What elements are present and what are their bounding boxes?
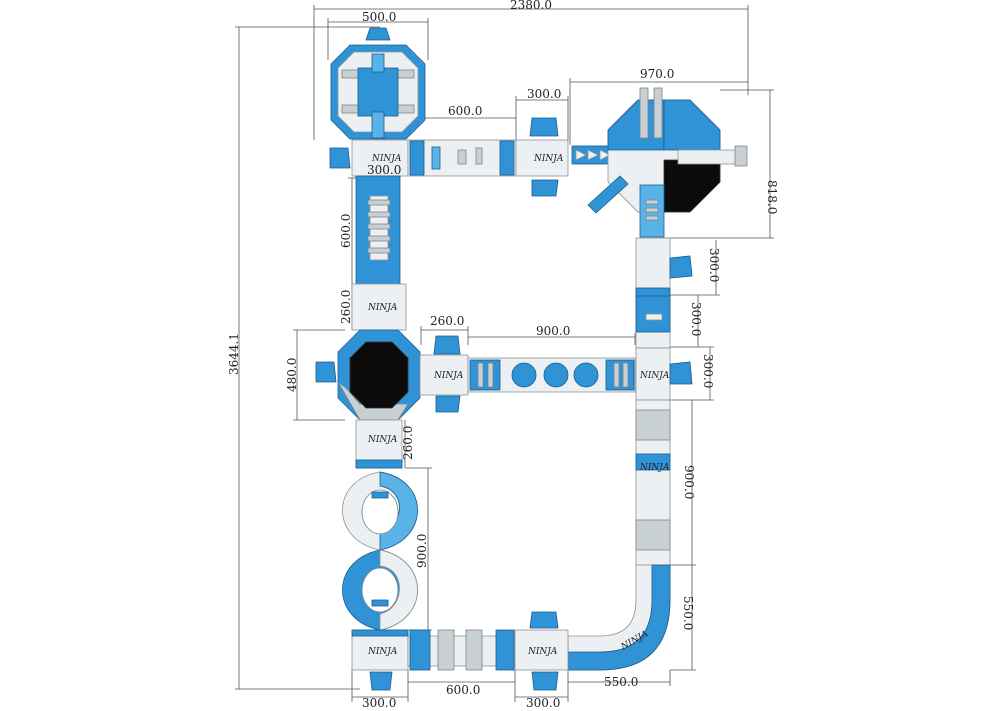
mid-left-octagon bbox=[315, 329, 461, 421]
ninja-logo: NINJA bbox=[367, 303, 398, 313]
ninja-logo: NINJA bbox=[371, 154, 402, 164]
dim-bottom-left-joint: 300.0 bbox=[362, 696, 396, 707]
dim-upper-left-gap: 260.0 bbox=[339, 290, 353, 324]
dim-bottom-right-joint: 300.0 bbox=[526, 696, 560, 707]
dim-curve-width: 550.0 bbox=[604, 675, 638, 689]
dim-mid-joint: 260.0 bbox=[430, 314, 464, 328]
ninja-logo: NINJA bbox=[367, 647, 398, 657]
dim-lower-left-gap: 260.0 bbox=[401, 426, 415, 460]
bottom-right-curve: NINJA bbox=[567, 564, 671, 671]
dim-bottom-span: 600.0 bbox=[446, 683, 480, 697]
dimension-lines bbox=[235, 5, 774, 702]
top-right-octagon-tower bbox=[571, 87, 748, 238]
top-left-tower bbox=[330, 27, 426, 140]
ninja-logo: NINJA bbox=[639, 371, 670, 381]
ninja-logo: NINJA bbox=[527, 647, 558, 657]
dim-octagon-height: 818.0 bbox=[765, 180, 779, 214]
dim-right-mid1: 300.0 bbox=[689, 302, 703, 336]
right-column: NINJA NINJA bbox=[635, 237, 693, 566]
ninja-logo: NINJA bbox=[433, 371, 464, 381]
ninja-logo: NINJA bbox=[533, 154, 564, 164]
dim-right-mid2: 300.0 bbox=[701, 354, 715, 388]
dim-lower-left-long: 900.0 bbox=[415, 534, 429, 568]
dim-mid-octagon: 480.0 bbox=[285, 358, 299, 392]
dim-top-span: 600.0 bbox=[448, 104, 482, 118]
top-walkway: NINJA NINJA bbox=[329, 117, 569, 197]
dim-total-width: 2380.0 bbox=[510, 0, 552, 12]
dim-right-long: 900.0 bbox=[682, 465, 696, 499]
left-lower-column: NINJA bbox=[342, 419, 418, 631]
dim-curve-height: 550.0 bbox=[681, 596, 695, 630]
left-upper-column: NINJA bbox=[351, 175, 407, 331]
dim-left-span: 600.0 bbox=[339, 214, 353, 248]
ninja-logo: NINJA bbox=[367, 435, 398, 445]
bottom-walkway: NINJA NINJA bbox=[351, 611, 569, 691]
dim-total-height: 3644.1 bbox=[227, 333, 241, 375]
dim-octagon-width: 970.0 bbox=[640, 67, 674, 81]
dim-top-joint: 300.0 bbox=[527, 87, 561, 101]
dim-tower-width: 500.0 bbox=[362, 10, 396, 24]
dim-mid-span: 900.0 bbox=[536, 324, 570, 338]
ninja-logo: NINJA bbox=[639, 463, 670, 473]
dim-left-joint: 300.0 bbox=[367, 163, 401, 177]
mid-walkway: NINJA bbox=[419, 354, 636, 396]
dim-right-top-joint: 300.0 bbox=[707, 248, 721, 282]
